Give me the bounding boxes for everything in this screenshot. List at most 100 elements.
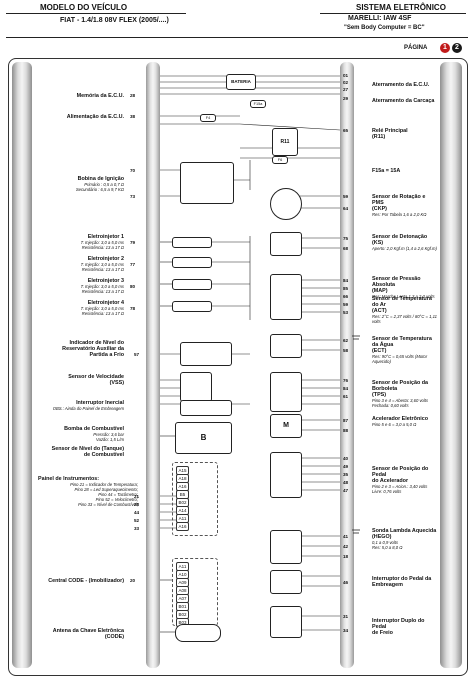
system-note: "Sem Body Computer = BC" <box>344 25 425 31</box>
label-ecu-ground: Aterramento da E.C.U. <box>372 82 430 88</box>
vehicle-model-name: FIAT - 1.4/1.8 08V FLEX (2005/....) <box>60 17 169 24</box>
label-map-sensor: Sensor de Pressão Absoluta(MAP) Res: Mar… <box>372 276 435 299</box>
pin-78: 78 <box>130 306 136 311</box>
fuse-f6: F6 <box>272 156 288 164</box>
pin-31: 31 <box>343 614 349 619</box>
injector-2 <box>172 257 212 268</box>
diagram-frame <box>8 58 468 676</box>
throttle-motor: M <box>270 414 302 438</box>
header-divider-left <box>6 13 186 14</box>
pin-75: 75 <box>343 236 349 241</box>
label-housing-ground: Aterramento da Carcaça <box>372 98 435 104</box>
pin-70: 70 <box>130 168 136 173</box>
pin-47: 47 <box>343 488 349 493</box>
pin-35: 35 <box>343 472 349 477</box>
injector-3 <box>172 279 212 290</box>
pin-88: 88 <box>343 428 349 433</box>
label-main-relay: Relé Principal(R11) <box>372 128 408 140</box>
pin-87: 87 <box>343 418 349 423</box>
label-key-antenna: Antena da Chave Eletrônica(CODE) <box>52 628 124 640</box>
fuse-f6-label: F6 <box>277 158 283 162</box>
pin-01: 01 <box>343 73 349 78</box>
pin-58: 58 <box>343 348 349 353</box>
pin-64: 64 <box>343 206 349 211</box>
pin-41: 41 <box>343 534 349 539</box>
fuse-f4-label: F4 <box>205 116 211 120</box>
pin-28b: 28 <box>134 502 140 507</box>
pin-73: 73 <box>130 194 136 199</box>
label-tps-sensor: Sensor de Posição da Borboleta(TPS) Pino… <box>372 380 429 408</box>
fuse-f15a: F15a <box>250 100 266 108</box>
ecu-connector-right <box>340 62 354 668</box>
pump-label: B <box>200 433 207 442</box>
label-code-immobilizer: Central CODE - (Imobilizador) <box>48 578 124 584</box>
label-ect-sensor: Sensor de Temperatura da Água(ECT) Res: … <box>372 336 432 364</box>
page-2-icon[interactable]: 2 <box>452 43 462 53</box>
label-fuse-f15a: F15a = 15A <box>372 168 401 174</box>
pin-65: 65 <box>343 128 349 133</box>
label-instrument-panel: Painel de Instrumentos: Pino 21 = Indica… <box>38 476 138 507</box>
pin-85: 85 <box>343 286 349 291</box>
reservoir-level-indicator <box>180 342 232 366</box>
hego-sensor <box>270 530 302 564</box>
left-column-bar <box>12 62 32 668</box>
pin-66: 66 <box>343 294 349 299</box>
instrument-panel <box>172 462 218 536</box>
header-bottom-rule <box>6 37 468 38</box>
pin-76: 76 <box>343 378 349 383</box>
pin-62: 62 <box>343 338 349 343</box>
pin-59: 59 <box>343 194 349 199</box>
inertial-switch <box>180 400 232 416</box>
pin-61: 61 <box>343 394 349 399</box>
label-hego-sensor: Sonda Lambda Aquecida(HEGO) 0,1 a 0,9 vo… <box>372 528 437 550</box>
injector-4 <box>172 301 212 312</box>
pin-02: 02 <box>343 80 349 85</box>
pin-44: 44 <box>134 510 140 515</box>
ignition-coil <box>180 162 234 204</box>
battery-label: BATERIA <box>231 79 251 84</box>
label-fuel-level-sensor: Sensor de Nível do (Tanque)de Combustíve… <box>51 446 124 458</box>
header: MODELO DO VEÍCULO FIAT - 1.4/1.8 08V FLE… <box>0 0 474 40</box>
pin-48: 48 <box>343 480 349 485</box>
injector-1 <box>172 237 212 248</box>
pin-59b: 59 <box>343 302 349 307</box>
vehicle-model-title: MODELO DO VEÍCULO <box>40 3 128 12</box>
label-ecu-supply: Alimentação da E.C.U. <box>66 114 124 120</box>
ecu-connector-left <box>146 62 160 668</box>
label-act-sensor: Sensor de Temperatura do Ar(ACT) Res: 2°… <box>372 296 437 324</box>
fuse-f15a-label: F15a <box>253 102 263 106</box>
system-title: SISTEMA ELETRÔNICO <box>356 3 446 12</box>
label-ecu-memory: Memória da E.C.U. <box>76 93 124 99</box>
ect-sensor <box>270 334 302 358</box>
pin-53: 53 <box>343 310 349 315</box>
pin-34: 34 <box>343 628 349 633</box>
label-vss: Sensor de Velocidade(VSS) <box>68 374 124 386</box>
header-divider-right <box>320 13 466 14</box>
pin-42: 42 <box>343 544 349 549</box>
page-1-icon[interactable]: 1 <box>440 43 450 53</box>
label-ckp: Sensor de Rotação e PMS(CKP) Res: Por Ta… <box>372 194 427 217</box>
pin-49: 49 <box>343 464 349 469</box>
pin-21: 21 <box>134 494 140 499</box>
pin-33: 33 <box>134 526 140 531</box>
knock-sensor <box>270 232 302 256</box>
clutch-switch <box>270 570 302 594</box>
label-knock-sensor: Sensor de Detonação(KS) Aperto: 2,0 Kgf.… <box>372 234 437 251</box>
pin-52: 52 <box>134 518 140 523</box>
pin-27: 27 <box>343 87 349 92</box>
pin-18: 18 <box>343 554 349 559</box>
fuel-pump: B <box>175 422 232 454</box>
pin-84: 84 <box>343 278 349 283</box>
tps-sensor <box>270 372 302 412</box>
page-label: PÁGINA <box>404 45 428 51</box>
pin-28: 28 <box>130 93 136 98</box>
